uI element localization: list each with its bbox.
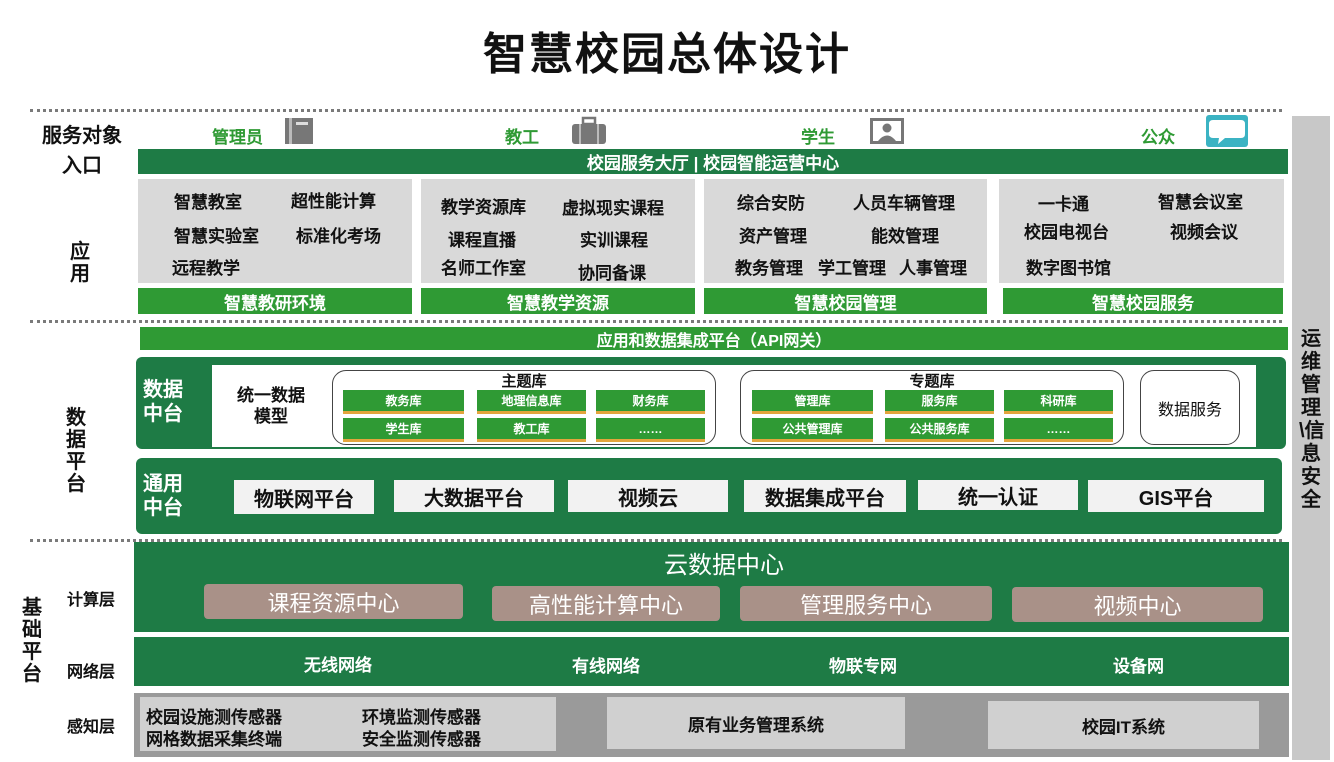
theme-library-item: 教工库 xyxy=(477,418,586,442)
platform-data-integration: 数据集成平台 xyxy=(744,480,906,512)
center-hpc: 高性能计算中心 xyxy=(492,586,720,621)
app-item: 教务管理 xyxy=(735,259,803,278)
general-middle-label: 通用中台 xyxy=(143,473,183,519)
sensor-item: 环境监测传感器 xyxy=(362,708,481,727)
legacy-system-label: 原有业务管理系统 xyxy=(688,715,824,735)
platform-gis: GIS平台 xyxy=(1088,480,1264,512)
app-item: 远程教学 xyxy=(172,259,240,278)
divider-data-platform xyxy=(30,539,1282,542)
service-admin-label: 管理员 xyxy=(212,128,263,147)
page-title: 智慧校园总体设计 xyxy=(483,30,851,79)
theme-library-item: 学生库 xyxy=(343,418,464,442)
network-wireless: 无线网络 xyxy=(304,656,372,675)
app-group-teaching xyxy=(421,179,695,283)
sensor-item: 校园设施测传感器 xyxy=(146,708,282,727)
security-sidebar-label: 运维管理\信息安全 xyxy=(1299,328,1325,511)
student-icon xyxy=(868,116,906,146)
service-public-label: 公众 xyxy=(1141,128,1175,147)
app-item: 标准化考场 xyxy=(296,227,381,246)
platform-bigdata: 大数据平台 xyxy=(394,480,554,512)
app-item: 数字图书馆 xyxy=(1026,259,1111,278)
briefcase-icon xyxy=(570,116,608,146)
cloud-data-center-title: 云数据中心 xyxy=(664,552,784,579)
theme-library-item: …… xyxy=(596,418,705,442)
app-item: 视频会议 xyxy=(1170,223,1238,242)
app-item: 名师工作室 xyxy=(441,259,526,278)
divider-application xyxy=(30,320,1282,323)
book-icon xyxy=(283,116,315,146)
service-staff-label: 教工 xyxy=(505,128,539,147)
perception-layer-label: 感知层 xyxy=(67,719,116,736)
app-item: 能效管理 xyxy=(871,227,939,246)
theme-library-title: 主题库 xyxy=(501,373,547,390)
topic-library-item: 公共服务库 xyxy=(885,418,994,442)
app-item: 一卡通 xyxy=(1038,195,1089,214)
app-group-management xyxy=(704,179,987,283)
app-item: 校园电视台 xyxy=(1024,223,1109,242)
center-course-resources: 课程资源中心 xyxy=(204,584,463,619)
topic-library-item: 公共管理库 xyxy=(752,418,873,442)
app-item: 教学资源库 xyxy=(441,198,526,217)
sensor-item: 网格数据采集终端 xyxy=(146,730,282,749)
app-group-research xyxy=(138,179,412,283)
theme-library-item: 财务库 xyxy=(596,390,705,414)
network-layer-label: 网络层 xyxy=(67,664,116,681)
security-sidebar xyxy=(1292,116,1330,760)
unified-data-model: 统一数据模型 xyxy=(237,386,305,426)
data-service-box: 数据服务 xyxy=(1140,370,1240,445)
compute-layer-label: 计算层 xyxy=(67,592,116,609)
service-student-label: 学生 xyxy=(801,128,835,147)
app-group-teaching-footer: 智慧教学资源 xyxy=(421,288,695,314)
app-item: 课程直播 xyxy=(448,231,516,250)
app-item: 人事管理 xyxy=(899,259,967,278)
platform-iot: 物联网平台 xyxy=(234,480,374,514)
api-gateway-bar: 应用和数据集成平台（API网关） xyxy=(140,327,1288,350)
application-label: 应用 xyxy=(70,241,90,285)
data-service-label: 数据服务 xyxy=(1157,401,1222,419)
network-layer-bar xyxy=(134,637,1289,686)
center-management-service: 管理服务中心 xyxy=(740,586,992,621)
it-system-label: 校园IT系统 xyxy=(1081,717,1166,737)
platform-video-cloud: 视频云 xyxy=(568,480,728,512)
topic-library-item: 服务库 xyxy=(885,390,994,414)
topic-library-item: 管理库 xyxy=(752,390,873,414)
service-objects-label: 服务对象 xyxy=(42,125,122,147)
app-item: 智慧实验室 xyxy=(174,227,259,246)
center-video: 视频中心 xyxy=(1012,587,1263,622)
platform-auth: 统一认证 xyxy=(918,480,1078,510)
app-item: 人员车辆管理 xyxy=(853,194,955,213)
app-group-management-footer: 智慧校园管理 xyxy=(704,288,987,314)
speech-bubble-icon xyxy=(1205,114,1249,148)
it-system-box: 校园IT系统 xyxy=(988,701,1259,749)
app-group-service xyxy=(999,179,1284,283)
theme-library-item: 教务库 xyxy=(343,390,464,414)
entrance-label: 入口 xyxy=(62,155,102,177)
theme-library-item: 地理信息库 xyxy=(477,390,586,414)
network-wired: 有线网络 xyxy=(572,657,640,676)
sensor-item: 安全监测传感器 xyxy=(362,730,481,749)
data-platform-label: 数据平台 xyxy=(66,407,86,495)
topic-library-title: 专题库 xyxy=(909,373,955,390)
app-item: 智慧会议室 xyxy=(1158,193,1243,212)
app-item: 综合安防 xyxy=(737,194,805,213)
data-middle-label: 数据中台 xyxy=(143,379,183,425)
app-item: 智慧教室 xyxy=(174,193,242,212)
app-item: 学工管理 xyxy=(818,259,886,278)
entrance-bar: 校园服务大厅 | 校园智能运营中心 xyxy=(138,149,1288,174)
app-item: 资产管理 xyxy=(739,227,807,246)
base-platform-label: 基础平台 xyxy=(22,597,42,685)
network-device: 设备网 xyxy=(1113,657,1164,676)
topic-library-item: …… xyxy=(1004,418,1113,442)
app-item: 协同备课 xyxy=(578,264,646,283)
sensor-box xyxy=(140,697,556,751)
app-group-research-footer: 智慧教研环境 xyxy=(138,288,412,314)
divider-top xyxy=(30,109,1282,112)
network-iot: 物联专网 xyxy=(829,657,897,676)
legacy-system-box: 原有业务管理系统 xyxy=(607,697,905,749)
app-item: 实训课程 xyxy=(580,231,648,250)
app-group-service-footer: 智慧校园服务 xyxy=(1003,288,1283,314)
topic-library-item: 科研库 xyxy=(1004,390,1113,414)
app-item: 超性能计算 xyxy=(291,192,376,211)
app-item: 虚拟现实课程 xyxy=(562,199,664,218)
